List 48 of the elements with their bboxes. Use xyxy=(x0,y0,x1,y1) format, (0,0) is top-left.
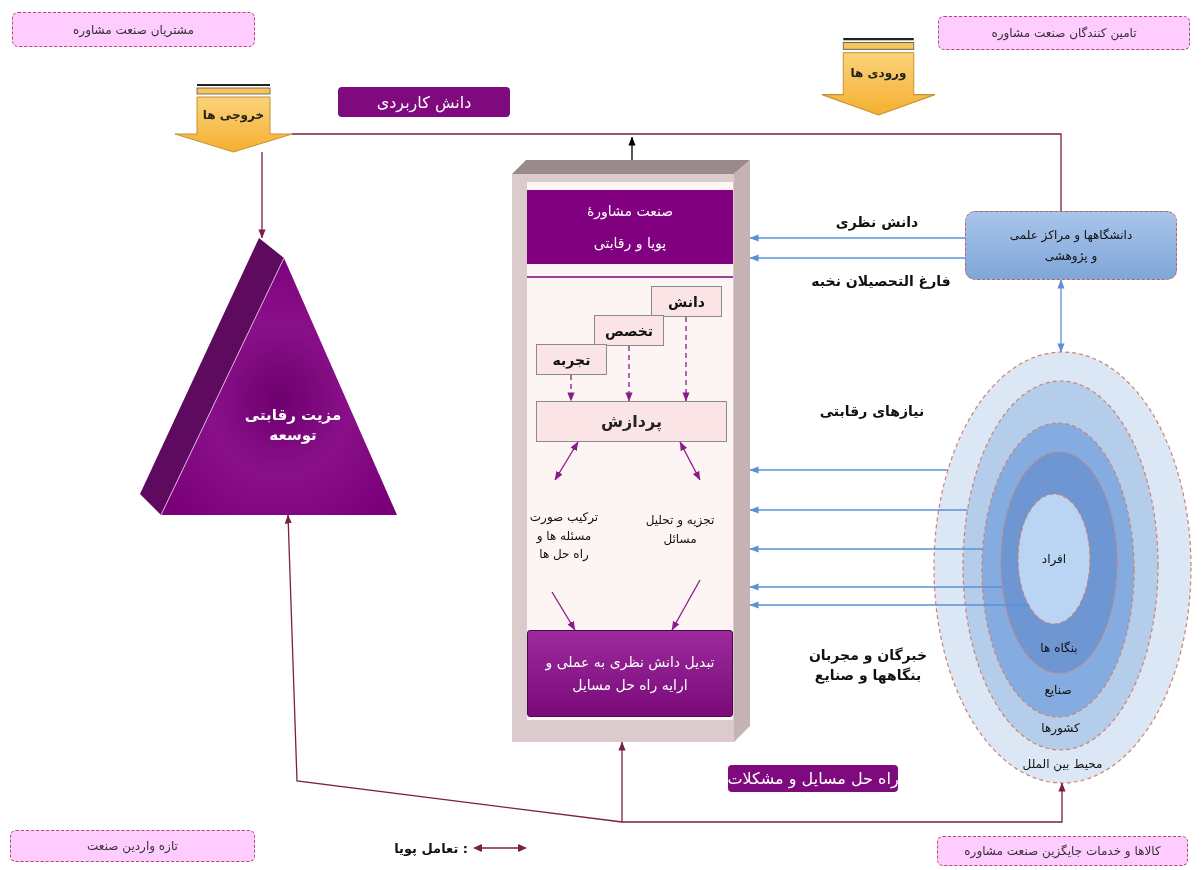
step-text: تجزیه و تحلیل مسائل xyxy=(645,480,715,580)
arrow xyxy=(749,466,949,474)
ring xyxy=(1001,452,1117,673)
category-box: تامین کنندگان صنعت مشاوره xyxy=(938,16,1190,50)
ring-label: محیط بین الملل xyxy=(1021,757,1104,771)
category-box: مشتریان صنعت مشاوره xyxy=(12,12,255,47)
step-box: تجربه xyxy=(536,344,607,375)
header-box: صنعت مشاورهٔ پویا و رقابتی xyxy=(527,190,733,264)
arrow xyxy=(749,254,966,262)
arrow xyxy=(567,374,575,402)
arrow xyxy=(621,782,1066,823)
step-box: دانش xyxy=(651,286,722,317)
annotation: خبرگان و مجربان بنگاهها و صنایع xyxy=(807,646,929,686)
connector-line xyxy=(291,133,1062,212)
arrow xyxy=(551,591,576,631)
arrow xyxy=(749,234,966,242)
arrow xyxy=(749,545,984,553)
arrow xyxy=(679,441,701,481)
arrow xyxy=(671,579,701,631)
title-tag: دانش کاربردی xyxy=(338,87,510,117)
arrow xyxy=(618,741,626,823)
arrow xyxy=(625,345,633,402)
title-tag: راه حل مسایل و مشکلات xyxy=(728,765,898,792)
arrow xyxy=(628,136,636,161)
arrow xyxy=(749,601,1030,609)
ring: افراد xyxy=(1018,494,1090,624)
ring xyxy=(934,352,1191,783)
step-box: تخصص xyxy=(594,315,664,346)
category-box: تازه واردین صنعت xyxy=(10,830,255,862)
ring-label: صنایع xyxy=(1043,683,1073,697)
arrow xyxy=(749,506,969,514)
legend-label: : تعامل پویا xyxy=(394,840,468,856)
arrow xyxy=(258,151,266,239)
arrow xyxy=(749,583,1004,591)
step-text: ترکیب صورت مسئله ها و راه حل ها xyxy=(528,480,600,592)
annotation: نیازهای رقابتی xyxy=(818,402,926,422)
category-box: کالاها و خدمات جایگزین صنعت مشاوره xyxy=(937,836,1188,866)
ring xyxy=(963,381,1158,750)
institution-box: دانشگاهها و مراکز علمی و پژوهشی xyxy=(965,211,1177,280)
process-box: پردازش xyxy=(536,401,727,442)
ring-label: کشورها xyxy=(1040,721,1081,735)
arrow xyxy=(682,316,690,402)
arrow xyxy=(554,441,579,481)
ring xyxy=(982,423,1134,717)
result-box: تبدیل دانش نظری به عملی و ارایه راه حل مسایل xyxy=(527,630,733,717)
arrow xyxy=(1057,279,1065,353)
arrow xyxy=(284,514,623,823)
ring-label: بنگاه ها xyxy=(1039,641,1079,655)
